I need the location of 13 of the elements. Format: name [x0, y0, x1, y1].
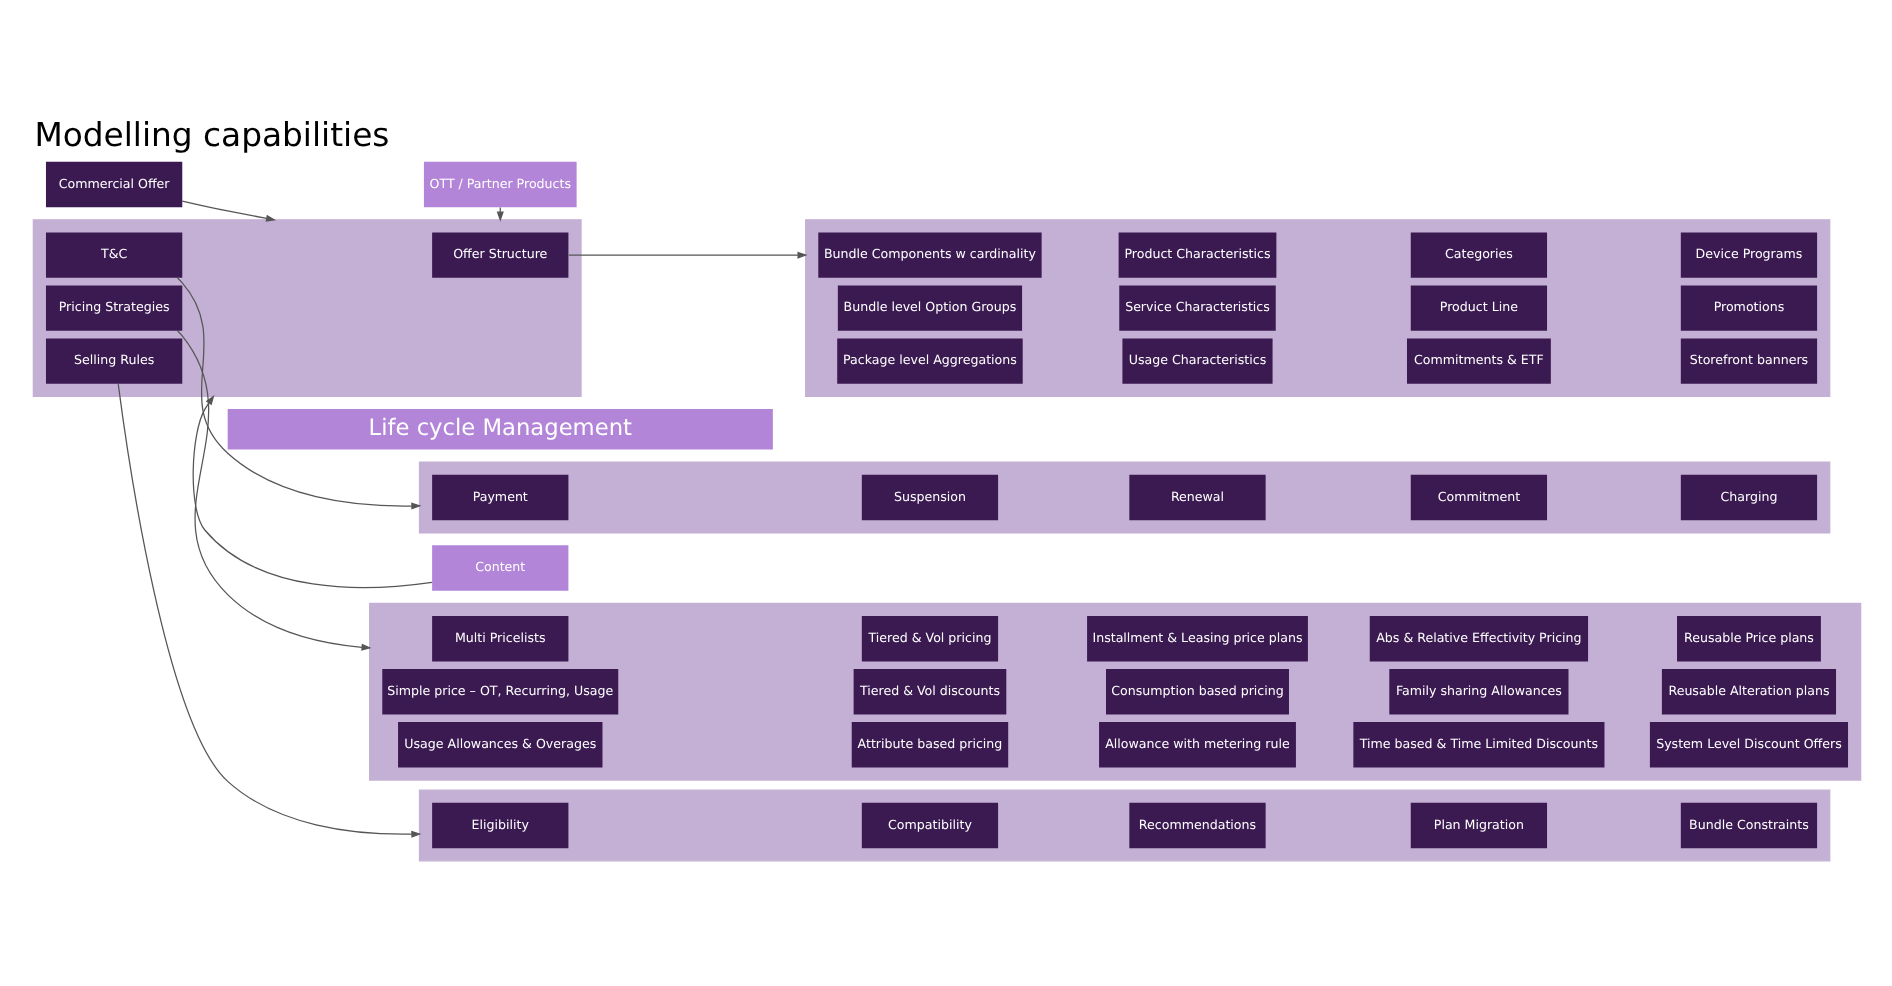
node-box: Life cycle Management — [226, 409, 772, 450]
cluster — [417, 789, 1830, 862]
diagram-title: Modelling capabilities — [33, 116, 389, 155]
arrow — [180, 200, 276, 222]
cluster — [31, 219, 581, 398]
arrow — [175, 277, 421, 510]
arrow — [191, 394, 432, 589]
arrow — [176, 330, 371, 651]
cluster — [804, 219, 1830, 398]
cluster — [417, 461, 1830, 534]
cluster — [368, 602, 1861, 781]
arrow — [567, 251, 807, 259]
arrow — [116, 383, 421, 838]
